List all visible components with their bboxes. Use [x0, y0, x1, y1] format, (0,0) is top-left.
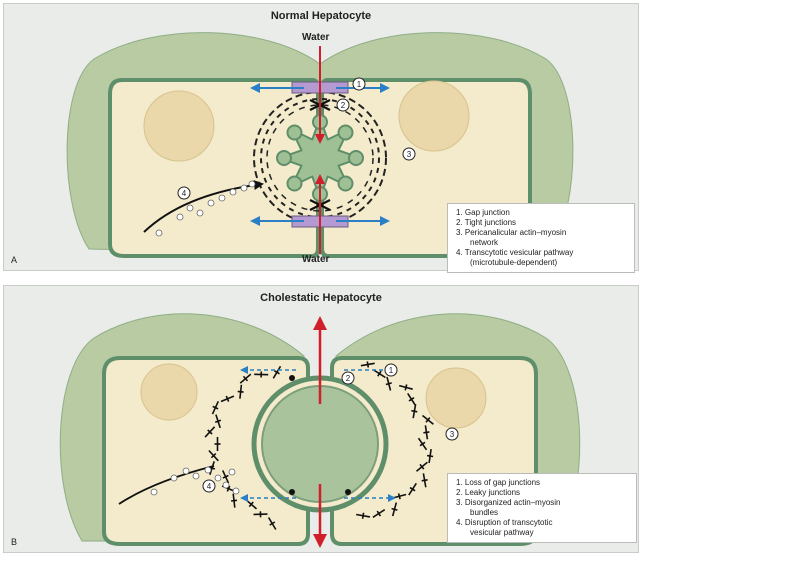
legend-item: bundles [470, 508, 499, 517]
microvillus [286, 175, 303, 192]
panel-cholestatic-hepatocyte: 1 2 3 4 Cholestatic Hepatocyte B 1. Loss… [3, 285, 639, 553]
marker-3: 3 [450, 430, 455, 439]
actin-myosin-crossbar [225, 395, 230, 402]
legend-item: 4. Disruption of transcytotic [456, 518, 553, 527]
actin-myosin-crossbar [214, 419, 222, 423]
actin-myosin-crossbar [419, 441, 426, 447]
actin-myosin-crossbar [212, 405, 219, 410]
marker-3: 3 [407, 150, 412, 159]
actin-myosin-crossbar [377, 370, 382, 377]
legend-item: 1. Gap junction [456, 208, 510, 217]
marker-1: 1 [389, 366, 394, 375]
panel-b-title: Cholestatic Hepatocyte [260, 292, 382, 304]
actin-myosin-crossbar [404, 384, 408, 391]
legend-item: 4. Transcytotic vesicular pathway [456, 248, 574, 257]
microvillus [276, 150, 292, 166]
actin-myosin-crossbar [222, 474, 229, 479]
actin-myosin-crossbar [366, 361, 370, 368]
microvillus [337, 175, 354, 192]
actin-myosin-crossbar [210, 453, 217, 459]
actin-myosin-crossbar [426, 454, 434, 458]
right-nucleus [425, 367, 487, 429]
legend-item: 2. Leaky junctions [456, 488, 521, 497]
legend-item: (microtubule-dependent) [470, 258, 558, 267]
actin-myosin-crossbar [273, 370, 280, 375]
legend-item: vesicular pathway [470, 528, 534, 537]
actin-myosin-crossbar [361, 512, 365, 519]
actin-myosin-crossbar [423, 431, 430, 434]
actin-myosin-crossbar [207, 429, 213, 435]
water-label-top: Water [302, 32, 330, 43]
actin-myosin-crossbar [419, 463, 425, 470]
actin-myosin-crossbar [408, 397, 415, 402]
legend-normal: 1. Gap junction 2. Tight junctions 3. Pe… [447, 203, 635, 273]
panel-b-label: B [11, 537, 18, 547]
marker-4: 4 [182, 189, 187, 198]
microvillus [337, 124, 354, 141]
actin-myosin-crossbar [385, 382, 392, 386]
actin-myosin-crossbar [269, 521, 276, 526]
legend-item: 3. Disorganized actin–myosin [456, 498, 561, 507]
legend-cholestatic: 1. Loss of gap junctions 2. Leaky juncti… [447, 473, 637, 543]
left-cytoplasm [108, 78, 320, 258]
left-nucleus [143, 90, 215, 162]
actin-myosin-crossbar [376, 510, 382, 517]
legend-item: 2. Tight junctions [456, 218, 517, 227]
actin-myosin-crossbar [409, 486, 416, 492]
actin-myosin-crossbar [425, 417, 431, 423]
panel-a-title: Normal Hepatocyte [270, 10, 372, 22]
panel-a-label: A [11, 255, 18, 265]
actin-myosin-crossbar [226, 485, 231, 492]
marker-4: 4 [207, 482, 212, 491]
marker-2: 2 [346, 374, 351, 383]
legend-item: 1. Loss of gap junctions [456, 478, 541, 487]
water-label-bottom: Water [302, 254, 330, 265]
marker-1: 1 [357, 80, 362, 89]
bile-canaliculus [276, 114, 364, 202]
actin-myosin-crossbar [411, 409, 418, 413]
legend-item: network [470, 238, 499, 247]
left-nucleus [140, 363, 198, 421]
actin-myosin-crossbar [237, 390, 244, 393]
actin-myosin-crossbar [231, 499, 238, 502]
actin-myosin-crossbar [248, 501, 254, 508]
microvillus [348, 150, 364, 166]
legend-item: 3. Pericanalicular actin–myosin [456, 228, 567, 237]
panel-normal-hepatocyte: 1 2 3 4 Normal Hepatocyte Water Water A … [3, 3, 639, 273]
actin-myosin-crossbar [397, 493, 401, 500]
actin-myosin-crossbar [391, 507, 398, 511]
microvillus [286, 124, 303, 141]
right-nucleus [398, 80, 470, 152]
actin-myosin-crossbar [242, 375, 249, 382]
actin-myosin-crossbar [421, 479, 428, 482]
normal-hepatocyte-illustration: 1 2 3 4 [66, 32, 574, 258]
marker-2: 2 [341, 101, 346, 110]
